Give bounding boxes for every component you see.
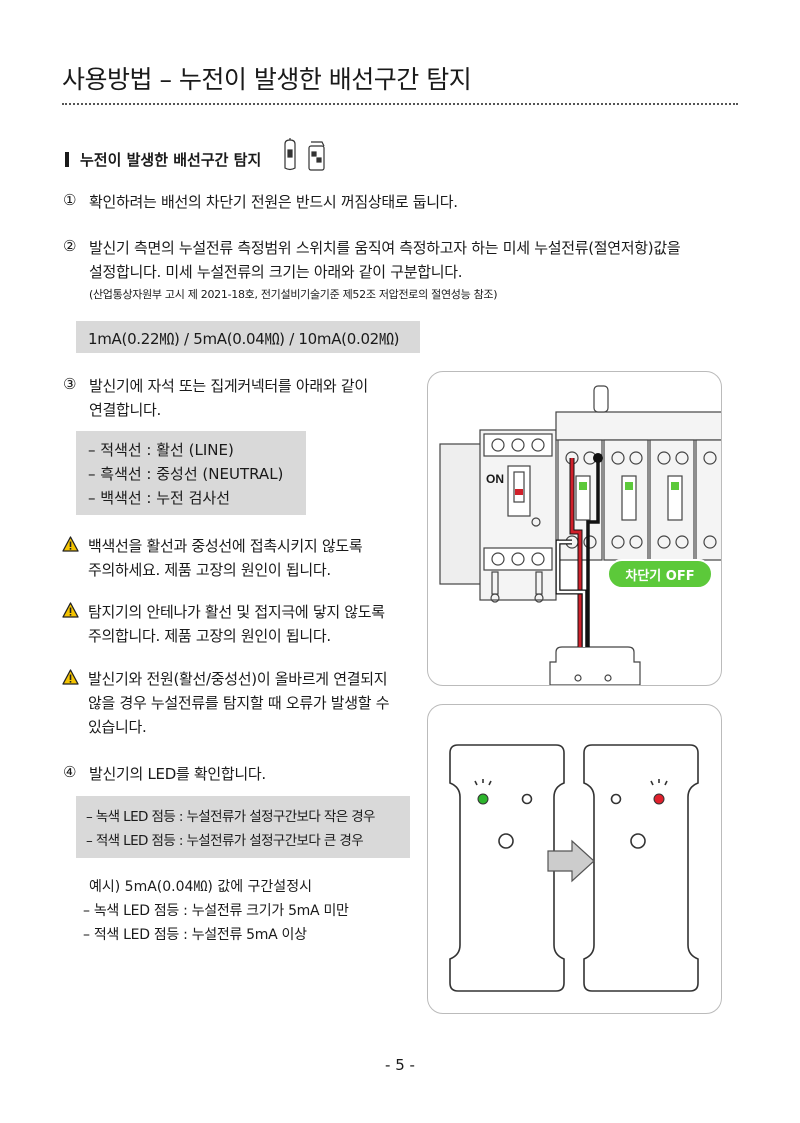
step-3-number: ③ [63,375,77,393]
led-green-desc: – 녹색 LED 점등 : 누설전류가 설정구간보다 작은 경우 [86,809,375,825]
wire-legend-box: – 적색선 : 활선 (LINE) – 흑색선 : 중성선 (NEUTRAL) … [76,431,306,515]
led-figure [427,704,722,1014]
step-4-number: ④ [63,763,77,781]
wire-white-label: – 백색선 : 누전 검사선 [88,489,231,507]
warning-3-line1: 발신기와 전원(활선/중성선)이 올바르게 연결되지 [88,670,388,688]
warning-2-line2: 주의합니다. 제품 고장의 원인이 됩니다. [88,627,331,645]
warning-1-line1: 백색선을 활선과 중성선에 접촉시키지 않도록 [88,537,363,555]
warning-icon [62,602,79,618]
step-3-line1: 발신기에 자석 또는 집게커넥터를 아래와 같이 [89,377,368,395]
step-2-line1: 발신기 측면의 누설전류 측정범위 스위치를 움직여 측정하고자 하는 미세 누… [89,239,681,257]
example-green: – 녹색 LED 점등 : 누설전류 크기가 5mA 미만 [83,903,349,919]
arrow-right-icon [547,839,595,883]
section-marker [65,152,69,167]
range-box: 1mA(0.22㏁) / 5mA(0.04㏁) / 10mA(0.02㏁) [76,321,420,353]
range-text: 1mA(0.22㏁) / 5mA(0.04㏁) / 10mA(0.02㏁) [88,330,400,348]
warning-icon [62,536,79,552]
led-comparison-illustration [449,744,699,992]
step-2-note: (산업통상자원부 고시 제 2021-18호, 전기설비기술기준 제52조 저압… [89,288,498,301]
example-title: 예시) 5mA(0.04㏁) 값에 구간설정시 [89,879,312,895]
warning-icon [62,669,79,685]
wiring-figure: ON 차단기 OFF [427,371,722,686]
breaker-on-label: ON [486,472,504,486]
example-red: – 적색 LED 점등 : 누설전류 5mA 이상 [83,927,307,943]
page-title: 사용방법 – 누전이 발생한 배선구간 탐지 [62,65,472,94]
detector-icon [308,141,325,171]
title-divider [62,103,738,105]
step-4-text: 발신기의 LED를 확인합니다. [89,765,266,783]
section-title: 누전이 발생한 배선구간 탐지 [80,151,262,169]
warning-3-line2: 않을 경우 누설전류를 탐지할 때 오류가 발생할 수 [88,694,390,712]
warning-1-line2: 주의하세요. 제품 고장의 원인이 됩니다. [88,561,331,579]
warning-3-line3: 있습니다. [88,718,147,736]
step-2-line2: 설정합니다. 미세 누설전류의 크기는 아래와 같이 구분합니다. [89,263,463,281]
breaker-panel-illustration [439,385,721,685]
breaker-off-badge: 차단기 OFF [625,569,695,584]
step-2-number: ② [63,237,77,255]
wire-red-label: – 적색선 : 활선 (LINE) [88,441,234,459]
transmitter-icon [284,138,325,171]
step-1-number: ① [63,191,77,209]
led-red-desc: – 적색 LED 점등 : 누설전류가 설정구간보다 큰 경우 [86,833,364,849]
warning-2-line1: 탐지기의 안테나가 활선 및 접지극에 닿지 않도록 [88,603,385,621]
step-3-line2: 연결합니다. [89,401,161,419]
led-box: – 녹색 LED 점등 : 누설전류가 설정구간보다 작은 경우 – 적색 LE… [76,796,410,858]
step-1-text: 확인하려는 배선의 차단기 전원은 반드시 꺼짐상태로 둡니다. [89,193,458,211]
wire-black-label: – 흑색선 : 중성선 (NEUTRAL) [88,465,284,483]
page-number: - 5 - [385,1056,415,1074]
